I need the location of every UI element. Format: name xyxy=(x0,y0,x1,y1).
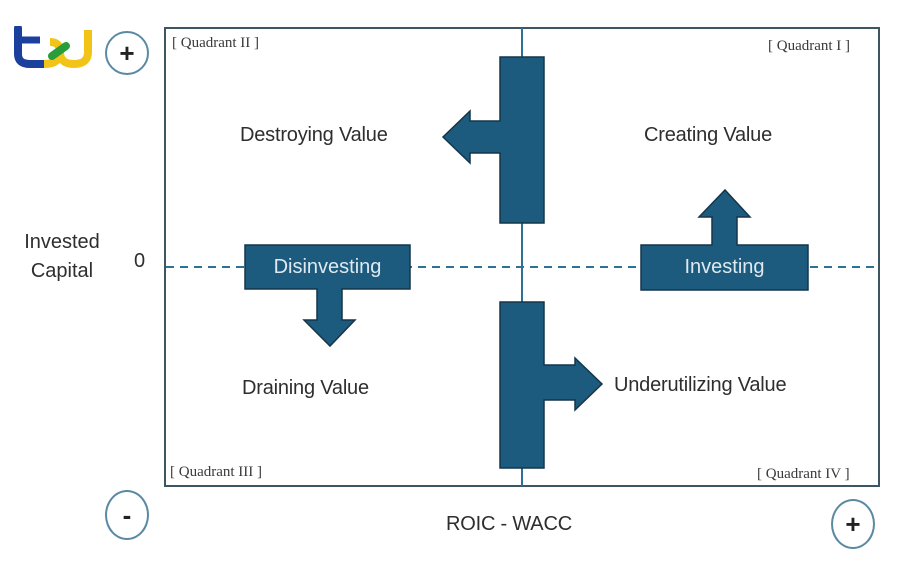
tcd-logo xyxy=(14,26,92,68)
y-axis-label-line1: Invested xyxy=(24,231,100,253)
y-axis-label-line2: Capital xyxy=(30,260,94,282)
plus-icon: + xyxy=(119,37,135,68)
x-minus-indicator: - xyxy=(105,490,149,540)
y-plus-indicator: + xyxy=(105,31,149,75)
x-axis-label: ROIC - WACC xyxy=(446,513,572,535)
quadrant-3-label: [ Quadrant III ] xyxy=(170,464,263,480)
zero-tick-label: 0 xyxy=(134,250,145,272)
y-axis-label: Invested Capital xyxy=(8,228,116,286)
investing-arrow xyxy=(640,188,809,291)
underutilizing-value-arrow xyxy=(499,301,604,469)
x-plus-indicator: + xyxy=(831,499,875,549)
minus-icon: - xyxy=(122,499,132,530)
draining-value-label: Draining Value xyxy=(242,377,369,399)
quadrant-1-label: [ Quadrant I ] xyxy=(768,38,851,54)
destroying-value-label: Destroying Value xyxy=(240,124,388,146)
destroying-value-arrow xyxy=(441,56,545,224)
quadrant-2-label: [ Quadrant II ] xyxy=(172,35,260,51)
plus-icon: + xyxy=(845,508,861,539)
disinvesting-arrow xyxy=(244,244,411,348)
disinvesting-label: Disinvesting xyxy=(273,255,382,278)
investing-label: Investing xyxy=(684,256,765,278)
quadrant-4-label: [ Quadrant IV ] xyxy=(757,466,850,482)
underutilizing-value-label: Underutilizing Value xyxy=(614,374,787,396)
creating-value-label: Creating Value xyxy=(644,124,773,146)
